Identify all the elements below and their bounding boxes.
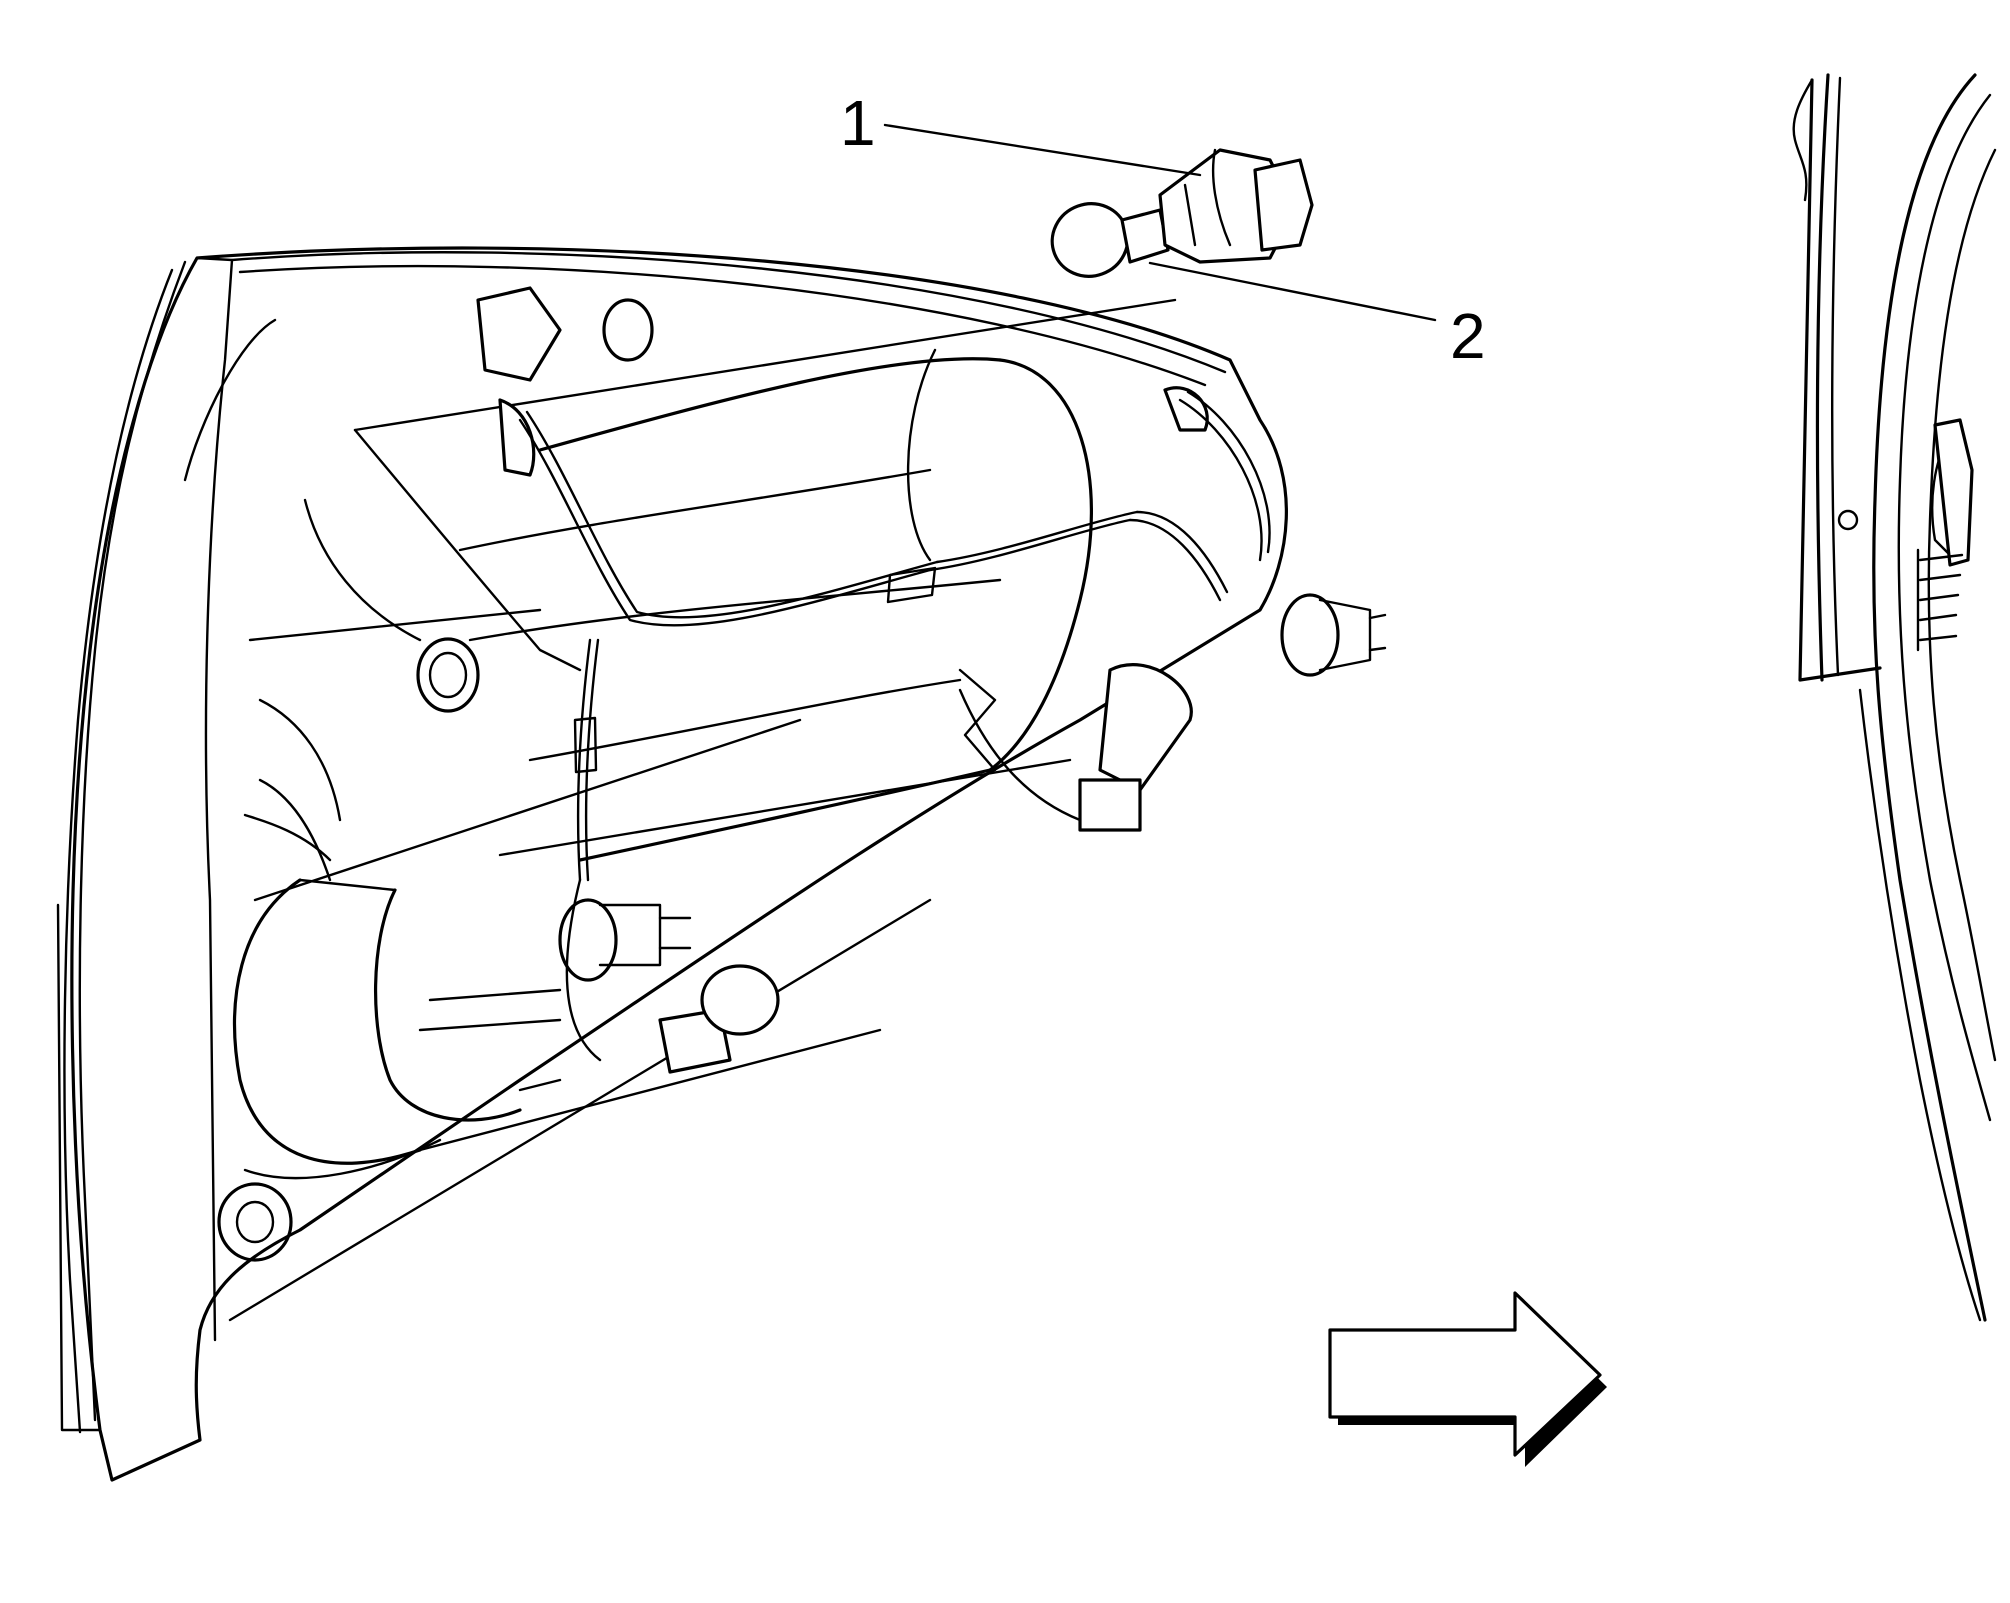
vehicle-body-opening [1792, 73, 1997, 1322]
wiring-harness [518, 390, 1271, 1062]
lower-reflector [233, 758, 1072, 1165]
side-bulb-socket [1078, 593, 1387, 832]
callout-1: 1 [840, 87, 876, 159]
lower-bulb-socket [558, 898, 780, 1074]
leader-lines [883, 123, 1437, 322]
callout-2: 2 [1450, 300, 1486, 372]
right-arrow-icon [1328, 1291, 1607, 1467]
mounting-grommets [217, 637, 480, 1262]
tail-lamp-housing [56, 246, 1288, 1482]
upper-bulb-socket [476, 286, 1209, 477]
bulb-and-socket-assembly [1050, 148, 1314, 278]
